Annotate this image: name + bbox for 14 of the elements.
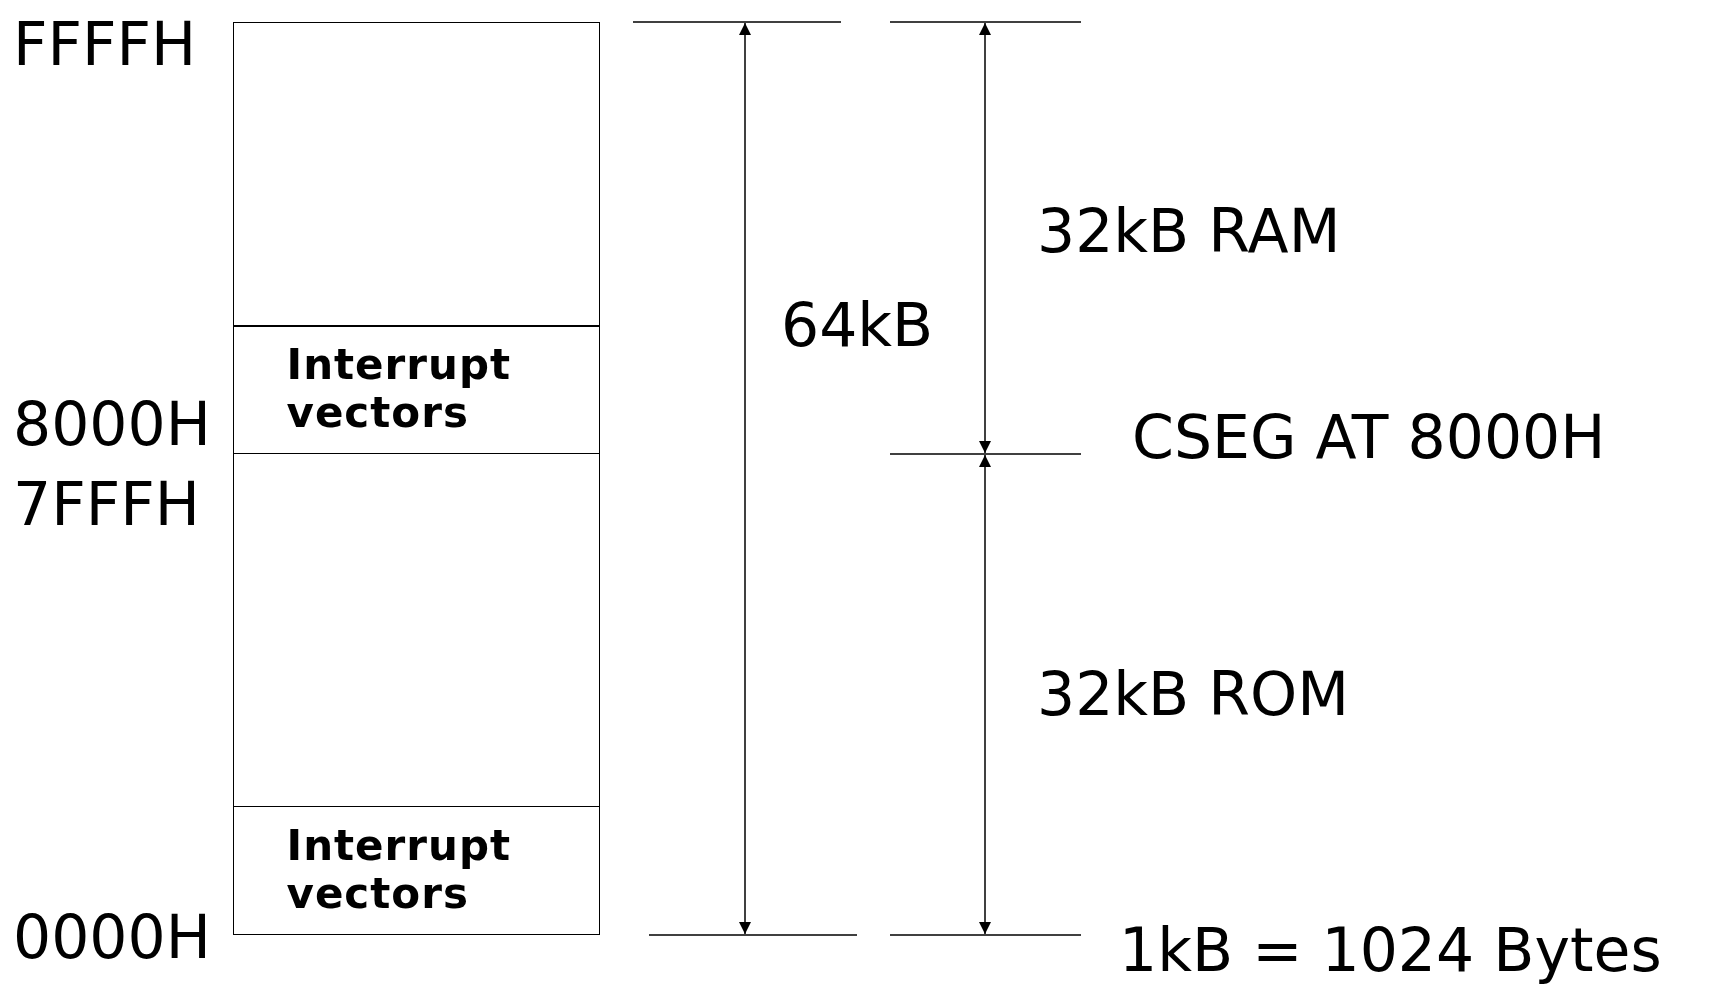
segment-label: Interrupt vectors [286, 340, 513, 438]
segment-label: Interrupt vectors [286, 821, 513, 919]
memory-segment [233, 324, 600, 454]
memory-segment [233, 22, 600, 327]
memory-segment [233, 452, 600, 807]
address-label: 0000H [13, 907, 211, 967]
size-label: 32kB RAM [1037, 201, 1341, 261]
address-label: 8000H [13, 394, 211, 454]
memory-segment [233, 805, 600, 935]
address-label: 7FFFH [13, 474, 200, 534]
note-label: CSEG AT 8000H [1132, 407, 1606, 467]
size-label: 32kB ROM [1037, 664, 1349, 724]
size-label: 64kB [781, 295, 934, 355]
address-label: FFFFH [13, 14, 197, 74]
